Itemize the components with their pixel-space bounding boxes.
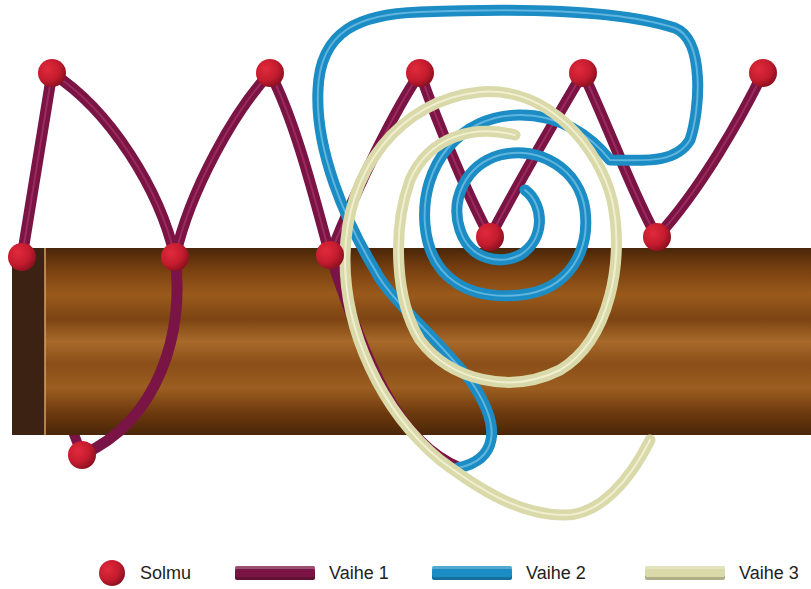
- legend-label: Solmu: [140, 563, 191, 584]
- strand-phase-2: [318, 10, 698, 468]
- strand-phase-3: [345, 92, 650, 515]
- legend-swatch: [432, 566, 512, 580]
- rod-end: [12, 248, 45, 435]
- legend-label: Vaihe 3: [739, 563, 799, 584]
- legend: Solmu Vaihe 1 Vaihe 2 Vaihe 3: [0, 558, 811, 589]
- legend-item: Solmu: [98, 558, 191, 588]
- legend-item: Vaihe 3: [645, 558, 799, 588]
- knot-markers: [8, 59, 777, 469]
- legend-swatch: [645, 566, 725, 580]
- legend-swatch: [235, 566, 315, 580]
- legend-label: Vaihe 2: [526, 563, 586, 584]
- legend-item: Vaihe 2: [432, 558, 586, 588]
- legend-label: Vaihe 1: [329, 563, 389, 584]
- legend-item: Vaihe 1: [235, 558, 389, 588]
- wooden-rod: [12, 248, 811, 435]
- legend-knot-symbol: [98, 559, 126, 587]
